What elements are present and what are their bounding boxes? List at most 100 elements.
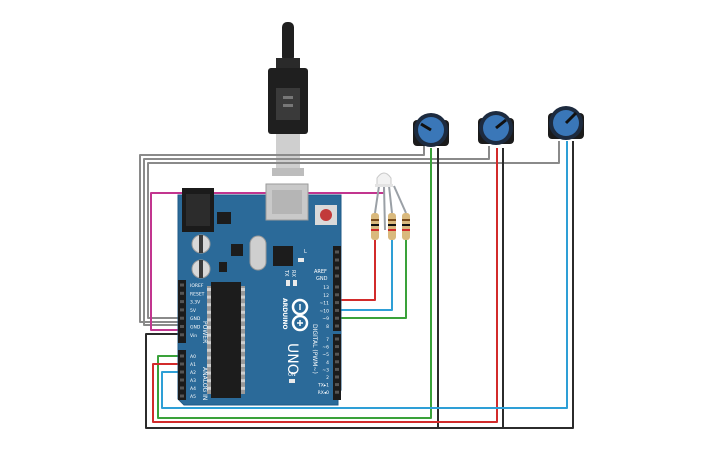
analog-label: ANALOG IN [201,367,208,400]
potentiometer-2[interactable] [478,111,514,145]
arduino-logo [291,298,309,332]
digital-pin-label: ~10 [320,308,330,314]
analog-header [178,350,186,400]
blue-pin10-wire [337,240,393,311]
digital-pin-hole[interactable] [335,337,339,341]
led-leg-gnd [383,185,386,231]
atmega-chip [211,282,241,398]
chip-pin [241,348,245,352]
power-pin-hole[interactable] [180,291,184,295]
digital-label: DIGITAL (PWM~) [311,324,318,374]
power-header [178,280,186,343]
digital-pin-hole[interactable] [335,293,339,297]
digital-pin-hole[interactable] [335,308,339,312]
chip-pin [241,295,245,299]
chip-pin [207,348,211,352]
digital-pin-label: ~11 [320,301,330,307]
aref-label: AREF [314,269,327,275]
resistor-2[interactable] [388,213,396,240]
chip-pin [207,295,211,299]
analog-pin-label: A1 [190,362,196,368]
digital-pin-hole[interactable] [335,383,339,387]
wires [139,141,574,429]
digital-pin-hole[interactable] [335,258,339,262]
chip-pin [241,341,245,345]
power-pin-label: GND [190,325,201,331]
potentiometer-3[interactable] [548,106,584,140]
chip-pin [207,318,211,322]
digital-pin-label: 4 [326,360,329,366]
digital-pin-hole[interactable] [335,274,339,278]
black-wire-2 [438,148,504,429]
chip-pin [207,356,211,360]
digital-pin-label: ~3 [322,367,329,373]
power-pin-hole[interactable] [180,308,184,312]
digital-header-lower [333,334,341,400]
chip-pin [207,303,211,307]
led-leg-b [393,185,407,214]
chip-pin [207,326,211,329]
analog-pin-hole[interactable] [180,394,184,398]
tx-label: TX [283,269,289,277]
arduino-board[interactable]: ARDUINO UNO DIGITAL (PWM~) ANALOG IN POW… [177,183,342,406]
analog-pin-hole[interactable] [180,362,184,366]
power-pin-hole[interactable] [180,283,184,287]
chip-pin [241,356,245,360]
analog-pin-hole[interactable] [180,354,184,358]
digital-pin-hole[interactable] [335,352,339,356]
black-wire-3 [503,141,574,429]
digital-pin-hole[interactable] [335,324,339,328]
analog-pin-label: A3 [190,378,196,384]
chip-pin [241,379,245,383]
resistor-1[interactable] [371,213,379,240]
digital-pin-hole[interactable] [335,345,339,349]
digital-pin-hole[interactable] [335,250,339,254]
board-brand: ARDUINO [281,298,288,329]
power-label: POWER [201,321,208,343]
analog-pin-hole[interactable] [180,378,184,382]
usb-cable[interactable] [268,22,308,176]
digital-pin-hole[interactable] [335,285,339,289]
chip-pin [207,333,211,337]
chip-pin [207,379,211,383]
digital-pin-label: TX▸1 [317,383,329,389]
on-label: ON [288,372,296,378]
digital-pin-hole[interactable] [335,367,339,371]
red-pin11-wire [337,240,376,301]
power-pin-hole[interactable] [180,300,184,304]
power-pin-label: RESET [190,291,205,297]
analog-pin-hole[interactable] [180,370,184,374]
power-pin-hole[interactable] [180,333,184,337]
resistor-3[interactable] [402,213,410,240]
black-wire-1 [145,148,439,429]
led-leg-g [388,185,393,214]
chip-pin [207,371,211,375]
digital-pin-hole[interactable] [335,375,339,379]
digital-pin-label: 2 [326,375,329,381]
digital-pin-label: 8 [326,324,329,330]
digital-pin-label: ~5 [322,352,329,358]
board-model: UNO [284,343,300,375]
chip-pin [241,386,245,390]
rx-label: RX [290,270,296,277]
digital-pin-hole[interactable] [335,360,339,364]
power-pin-label: Vin [190,333,197,339]
power-pin-label: 3.3V [190,300,201,306]
digital-pin-label: 12 [323,293,329,299]
digital-pin-hole[interactable] [335,316,339,320]
rgb-led[interactable] [375,172,393,187]
power-pin-hole[interactable] [180,316,184,320]
potentiometer-1[interactable] [413,113,449,147]
digital-pin-hole[interactable] [335,301,339,305]
gray-wire-3 [147,141,560,319]
analog-pin-label: A5 [190,394,196,400]
digital-pin-hole[interactable] [335,390,339,394]
power-pin-hole[interactable] [180,325,184,328]
analog-pin-hole[interactable] [180,386,184,390]
power-pin-label: 5V [190,308,197,314]
led-leg-r [374,185,380,214]
digital-pin-hole[interactable] [335,266,339,270]
